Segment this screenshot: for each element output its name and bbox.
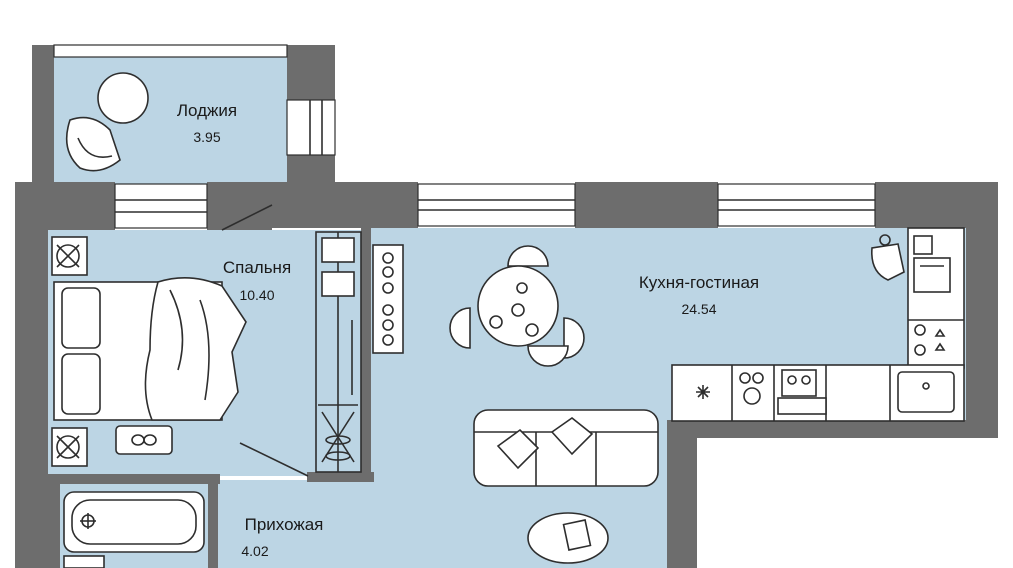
- wall: [48, 480, 60, 568]
- window: [717, 183, 876, 227]
- loggia-door: [221, 204, 273, 231]
- room-area-kitchen: 24.54: [681, 301, 716, 317]
- room-area-hallway: 4.02: [241, 543, 268, 559]
- room-area-loggia: 3.95: [193, 129, 220, 145]
- windows: [53, 44, 876, 229]
- room-labels: Лоджия 3.95 Спальня 10.40 Кухня-гостиная…: [177, 101, 759, 559]
- window: [114, 183, 208, 229]
- wall: [667, 420, 697, 568]
- loggia-top-rail: [53, 44, 288, 58]
- loggia-window: [286, 99, 336, 156]
- bathroom: [63, 491, 205, 568]
- chair: [449, 307, 471, 349]
- chair: [507, 245, 549, 267]
- wall: [966, 182, 998, 425]
- wall: [287, 155, 335, 185]
- window: [417, 183, 576, 227]
- sofa-set: [473, 409, 659, 564]
- wall: [272, 182, 418, 228]
- nightstand-bottom: [51, 427, 88, 467]
- cushion: [550, 417, 594, 456]
- doors: [221, 204, 309, 477]
- blanket: [144, 277, 247, 421]
- wall: [287, 45, 335, 100]
- room-name-loggia: Лоджия: [177, 101, 237, 120]
- chair: [527, 345, 569, 367]
- wardrobe: [315, 231, 362, 473]
- chair: [563, 317, 585, 359]
- hallway-floor: [218, 480, 371, 568]
- room-area-bedroom: 10.40: [239, 287, 274, 303]
- stove-column: [372, 244, 404, 354]
- wall: [575, 182, 718, 228]
- walls: [15, 45, 998, 568]
- wall: [48, 474, 220, 484]
- round-table: [97, 72, 149, 124]
- wall: [32, 45, 54, 185]
- kitchen-counter: [671, 227, 965, 422]
- room-name-kitchen: Кухня-гостиная: [639, 273, 759, 292]
- star-icon: [696, 385, 710, 399]
- wall: [307, 472, 374, 482]
- wall: [207, 182, 272, 230]
- dining-set: [449, 245, 585, 367]
- wall: [208, 480, 218, 568]
- wall: [15, 182, 48, 568]
- bathtub: [63, 491, 205, 553]
- desk-chair: [871, 234, 905, 281]
- wall: [361, 228, 371, 482]
- bedroom-furniture: [51, 236, 247, 467]
- room-name-bedroom: Спальня: [223, 258, 291, 277]
- pillow: [61, 353, 101, 415]
- pillow: [61, 287, 101, 349]
- kitchen-column: [372, 244, 404, 354]
- wall: [667, 420, 998, 438]
- armchair: [65, 116, 121, 172]
- cushion: [496, 428, 540, 470]
- dining-table: [477, 265, 559, 347]
- loggia-furniture: [65, 72, 149, 172]
- sink: [897, 371, 955, 413]
- bedroom-door: [239, 442, 309, 477]
- nightstand-top: [51, 236, 88, 276]
- room-name-hallway: Прихожая: [245, 515, 324, 534]
